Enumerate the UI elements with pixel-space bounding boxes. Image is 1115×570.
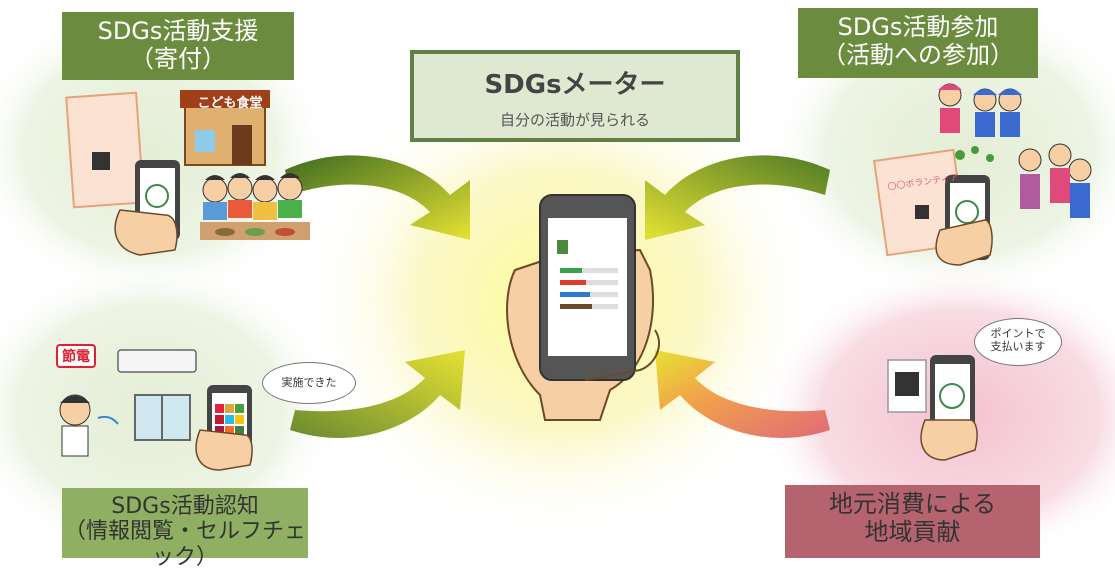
speech-bubble-pay: ポイントで 支払います [974, 318, 1062, 366]
local-consumption-illustration [887, 355, 978, 461]
volunteer-illustration [872, 83, 1092, 266]
label-activity-participation-line2: （活動への参加） [822, 40, 1014, 69]
power-saving-badge: 節電 [56, 344, 96, 368]
label-local-contribution: 地元消費による 地域貢献 [785, 485, 1040, 558]
label-activity-participation: SDGs活動参加 （活動への参加） [798, 8, 1038, 78]
self-check-illustration [59, 349, 253, 471]
label-activity-support-line2: （寄付） [130, 44, 226, 73]
label-local-contribution-line2: 地域貢献 [864, 517, 961, 546]
speech-bubble-pay-line1: ポイントで [990, 327, 1046, 340]
central-phone-illustration [506, 194, 660, 421]
label-activity-awareness: SDGs活動認知 （情報閲覧・セルフチェック） [62, 488, 308, 570]
label-local-contribution-line1: 地元消費による [828, 490, 997, 518]
arrow-bottom-right [655, 350, 830, 438]
label-activity-awareness-line1: SDGs活動認知 [111, 494, 259, 519]
label-activity-support: SDGs活動支援 （寄付） [62, 12, 294, 80]
donation-illustration [65, 90, 310, 256]
speech-bubble-done-text: 実施できた [281, 376, 337, 389]
arrow-bottom-left [290, 350, 465, 438]
sdgs-meter-box: SDGsメーター 自分の活動が見られる [410, 50, 740, 142]
background-illustration [0, 0, 1115, 558]
shop-sign: こども食堂 [197, 96, 263, 111]
arrow-top-right [645, 155, 830, 240]
speech-bubble-pay-line2: 支払います [990, 340, 1046, 354]
label-activity-awareness-line2: （情報閲覧・セルフチェック） [63, 519, 306, 570]
sdgs-meter-title: SDGsメーター [484, 70, 666, 100]
speech-bubble-done: 実施できた [262, 362, 356, 404]
sdgs-meter-subtitle: 自分の活動が見られる [499, 111, 650, 129]
label-activity-participation-line1: SDGs活動参加 [837, 13, 999, 41]
label-activity-support-line1: SDGs活動支援 [97, 17, 259, 45]
arrow-top-left [285, 155, 470, 240]
